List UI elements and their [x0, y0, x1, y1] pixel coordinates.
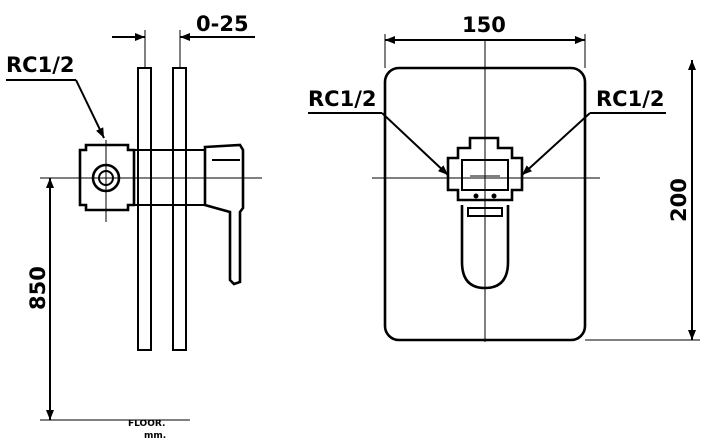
thread-front-right-label: RC1/2 — [596, 87, 664, 111]
front-view — [372, 40, 600, 342]
thread-callout-side: RC1/2 — [6, 53, 105, 139]
thread-front-left-label: RC1/2 — [308, 87, 376, 111]
dimension-height: 200 — [585, 60, 700, 341]
thread-callout-front-right: RC1/2 — [521, 87, 666, 176]
handle-front — [460, 205, 510, 290]
dim-height-label: 200 — [667, 178, 691, 222]
handle-side — [203, 143, 245, 286]
side-view — [40, 30, 262, 351]
dimension-depth: 0-25 — [112, 12, 255, 41]
port-dot-left — [473, 193, 479, 199]
valve-body-side — [78, 143, 136, 212]
wall-plate-back — [137, 67, 152, 351]
dimension-floor-height: 850 FLOOR. mm. — [26, 178, 190, 441]
dim-floor-label: 850 — [26, 266, 50, 310]
valve-body-front — [446, 136, 524, 202]
dim-depth-label: 0-25 — [196, 12, 249, 36]
thread-callout-front-left: RC1/2 — [308, 87, 449, 176]
dim-width-label: 150 — [462, 13, 506, 37]
thread-side-label: RC1/2 — [6, 53, 74, 77]
dimension-width: 150 — [384, 13, 586, 68]
wall-plate-front — [172, 67, 187, 351]
floor-label: FLOOR. — [128, 419, 165, 429]
port-dot-right — [491, 193, 497, 199]
unit-label: mm. — [144, 431, 166, 441]
